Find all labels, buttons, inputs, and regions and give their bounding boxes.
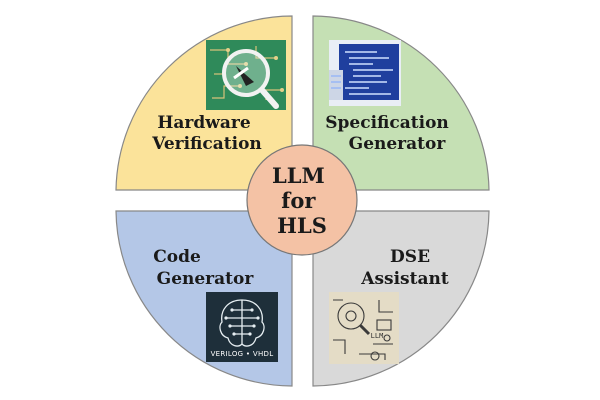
quadrant-label-specification-generator: Specification Generator xyxy=(325,113,454,154)
quadrant-label-line: Assistant xyxy=(360,269,449,289)
center-label-line: for xyxy=(281,188,316,213)
center-circle xyxy=(246,144,358,256)
center-label: LLM for HLS xyxy=(272,163,332,238)
quadrant-label-dse-assistant: DSE Assistant xyxy=(360,247,449,289)
llm-schematic-icon: LLM xyxy=(329,292,399,364)
quadrant-label-line: Generator xyxy=(349,134,447,154)
quadrant-label-line: Specification xyxy=(325,113,449,133)
quadrant-label-line: Verification xyxy=(151,134,262,154)
code-screen-icon xyxy=(329,40,401,106)
quadrant-label-line: Code xyxy=(153,247,201,267)
quadrant-label-code-generator: Code Generator xyxy=(153,247,254,289)
icon-caption-llm: LLM xyxy=(371,332,384,340)
quadrant-label-line: DSE xyxy=(390,247,430,267)
quadrant-label-line: Generator xyxy=(157,269,255,289)
center-label-line: HLS xyxy=(277,213,327,238)
quadrant-label-hardware-verification: Hardware Verification xyxy=(151,113,262,154)
quadrant-label-line: Hardware xyxy=(157,113,251,133)
center-label-line: LLM xyxy=(272,163,325,188)
icon-caption-verilog-vhdl: VERILOG • VHDL xyxy=(211,350,274,358)
magnifier-circuit-icon xyxy=(206,40,286,110)
chip-brain-icon: VERILOG • VHDL xyxy=(206,292,278,362)
